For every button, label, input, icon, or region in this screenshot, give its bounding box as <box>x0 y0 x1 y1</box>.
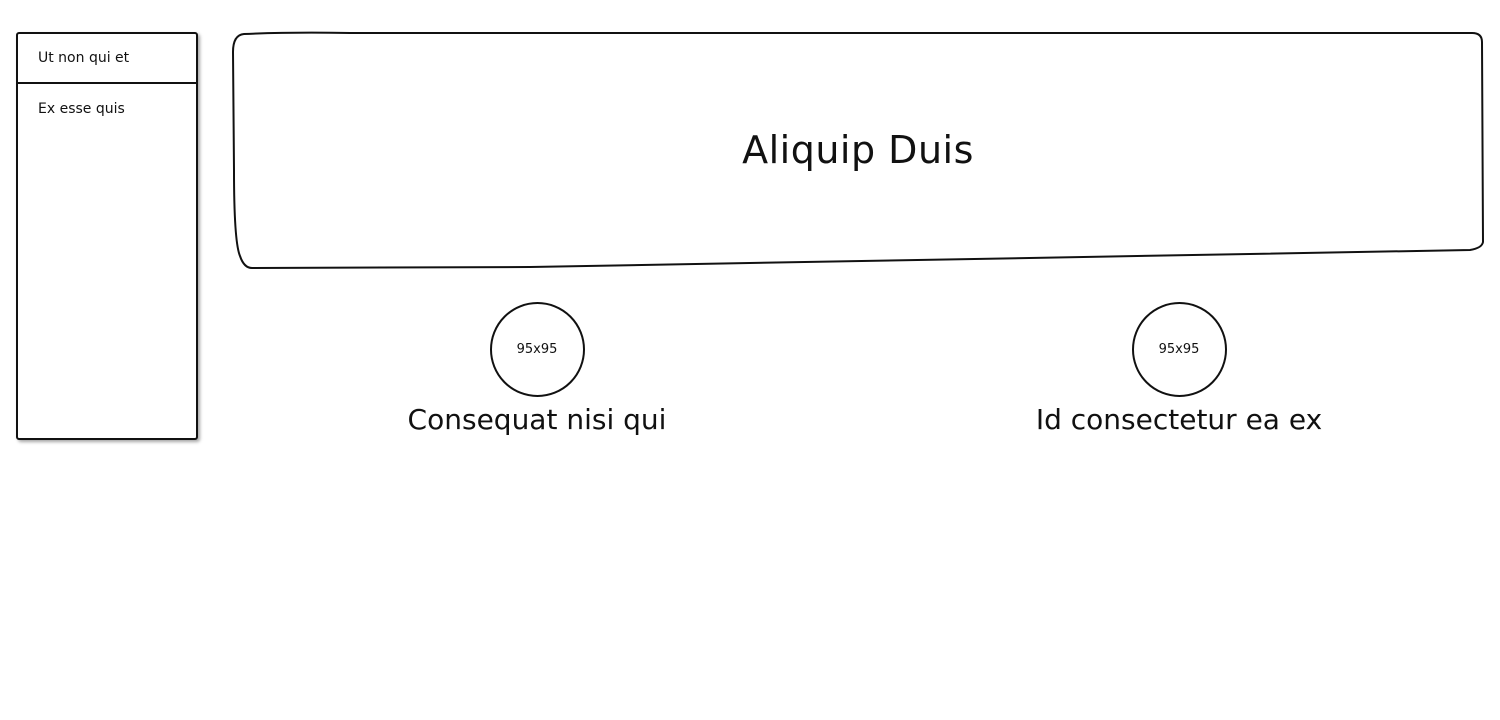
sidebar-item-ex-esse-quis[interactable]: Ex esse quis <box>18 84 196 134</box>
hero-title: Aliquip Duis <box>742 128 974 172</box>
profile-card: 95x95 Id consectetur ea ex <box>999 302 1359 436</box>
hero-banner <box>231 31 1485 270</box>
sidebar-item-label: Ut non qui et <box>38 50 130 66</box>
card-caption: Consequat nisi qui <box>407 403 667 436</box>
card-caption: Id consectetur ea ex <box>1035 403 1323 436</box>
sidebar-item-ut-non-qui-et[interactable]: Ut non qui et <box>18 34 196 84</box>
avatar-size-label: 95x95 <box>516 342 558 357</box>
sidebar: Ut non qui et Ex esse quis <box>16 32 198 440</box>
avatar-size-label: 95x95 <box>1158 342 1200 357</box>
profile-card: 95x95 Consequat nisi qui <box>357 302 717 436</box>
sidebar-item-label: Ex esse quis <box>38 101 125 117</box>
avatar-placeholder: 95x95 <box>1131 302 1227 397</box>
avatar-placeholder: 95x95 <box>489 302 585 397</box>
